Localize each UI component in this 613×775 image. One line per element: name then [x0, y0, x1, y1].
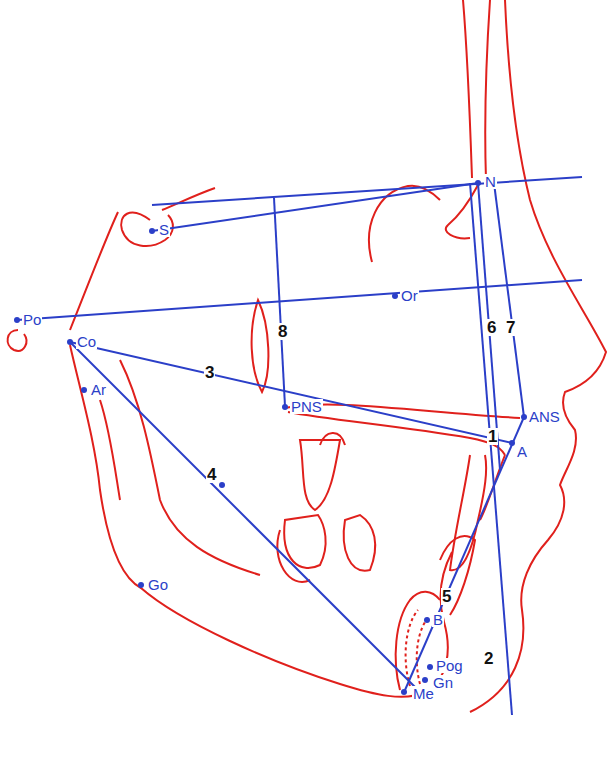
landmark-label: Po	[22, 312, 42, 327]
callout-number: 2	[483, 650, 494, 667]
landmark-label: Go	[147, 577, 169, 592]
landmark-label: Me	[412, 686, 435, 701]
landmark-label: Pog	[435, 658, 464, 673]
landmark-points	[14, 180, 527, 695]
landmark-label: ANS	[528, 409, 561, 424]
callout-number: 7	[505, 319, 516, 336]
callout-number: 4	[206, 466, 217, 483]
landmark-label: Gn	[432, 675, 454, 690]
landmark-label: Ar	[90, 382, 107, 397]
landmark-label: S	[158, 222, 170, 237]
landmark-label: A	[516, 444, 528, 459]
callout-number: 5	[441, 588, 452, 605]
callout-number: 3	[204, 364, 215, 381]
landmark-label: N	[484, 174, 497, 189]
landmark-label: PNS	[290, 399, 323, 414]
landmark-label: Or	[400, 288, 419, 303]
reference-lines	[17, 177, 582, 715]
landmark-label: B	[432, 612, 444, 627]
landmark-label: Co	[76, 334, 97, 349]
callout-number: 6	[486, 319, 497, 336]
callout-number: 8	[277, 323, 288, 340]
anatomy-outline	[8, 0, 606, 712]
callout-number: 1	[487, 428, 498, 445]
